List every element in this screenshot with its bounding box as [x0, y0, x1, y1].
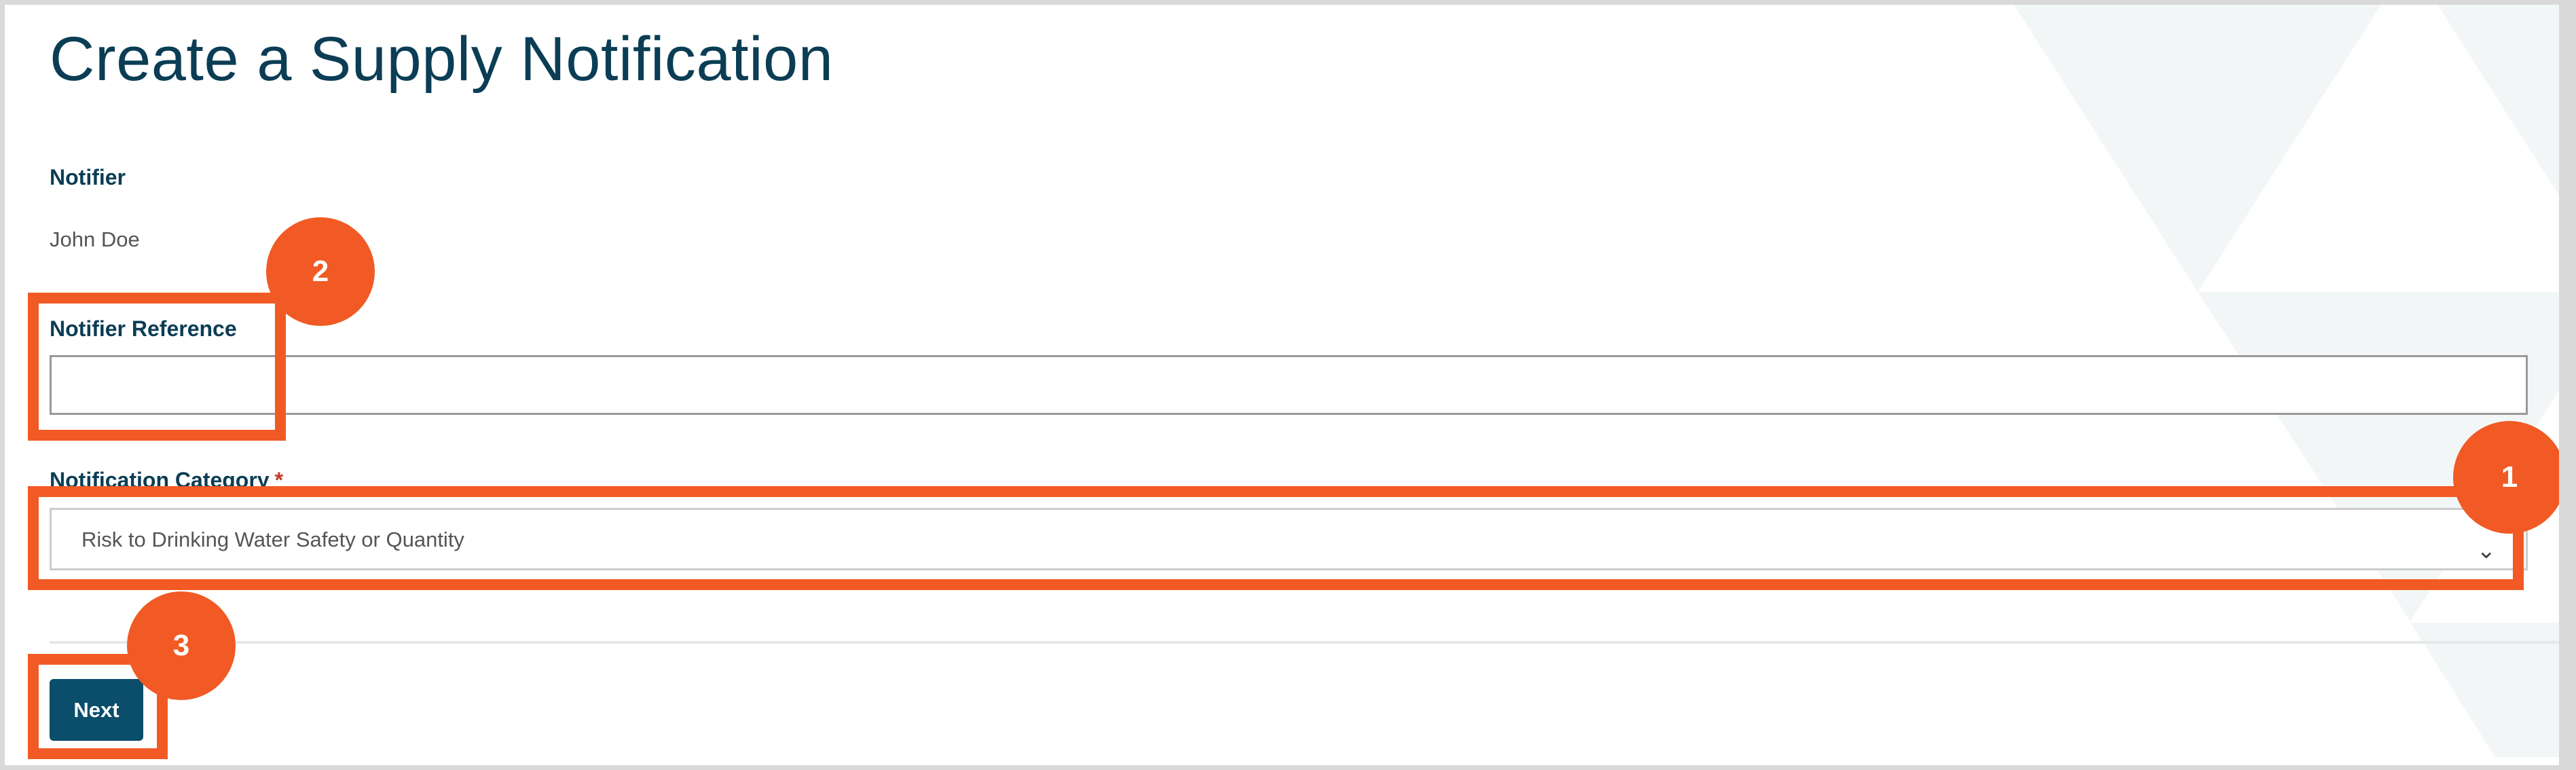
next-button[interactable]: Next — [50, 679, 143, 741]
annotation-marker-2: 2 — [266, 217, 375, 326]
annotation-marker-3: 3 — [127, 591, 236, 700]
notification-category-select[interactable]: Risk to Drinking Water Safety or Quantit… — [50, 508, 2528, 570]
annotation-box-1 — [28, 486, 2524, 590]
page-title: Create a Supply Notification — [50, 24, 834, 94]
notifier-reference-label: Notifier Reference — [50, 316, 237, 341]
notifier-label: Notifier — [50, 165, 126, 189]
notifier-reference-input[interactable] — [50, 355, 2528, 415]
annotation-marker-1: 1 — [2453, 421, 2559, 534]
notification-category-value: Risk to Drinking Water Safety or Quantit… — [81, 528, 464, 551]
divider — [50, 641, 2559, 644]
chevron-down-icon: ⌄ — [2476, 537, 2497, 564]
notifier-value: John Doe — [50, 227, 140, 251]
page: Create a Supply Notification Notifier Jo… — [5, 5, 2559, 765]
annotation-box-2 — [28, 293, 286, 441]
